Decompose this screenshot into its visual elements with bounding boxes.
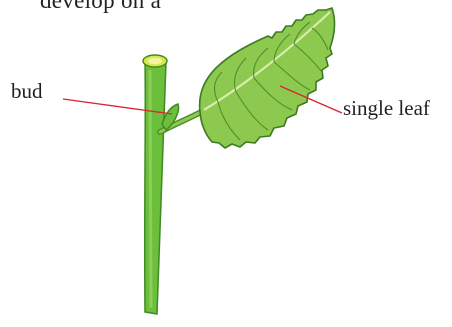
bud-label: bud — [11, 79, 43, 104]
stem — [143, 55, 167, 314]
single-leaf-label: single leaf — [343, 96, 430, 121]
leaf-blade — [200, 8, 335, 148]
